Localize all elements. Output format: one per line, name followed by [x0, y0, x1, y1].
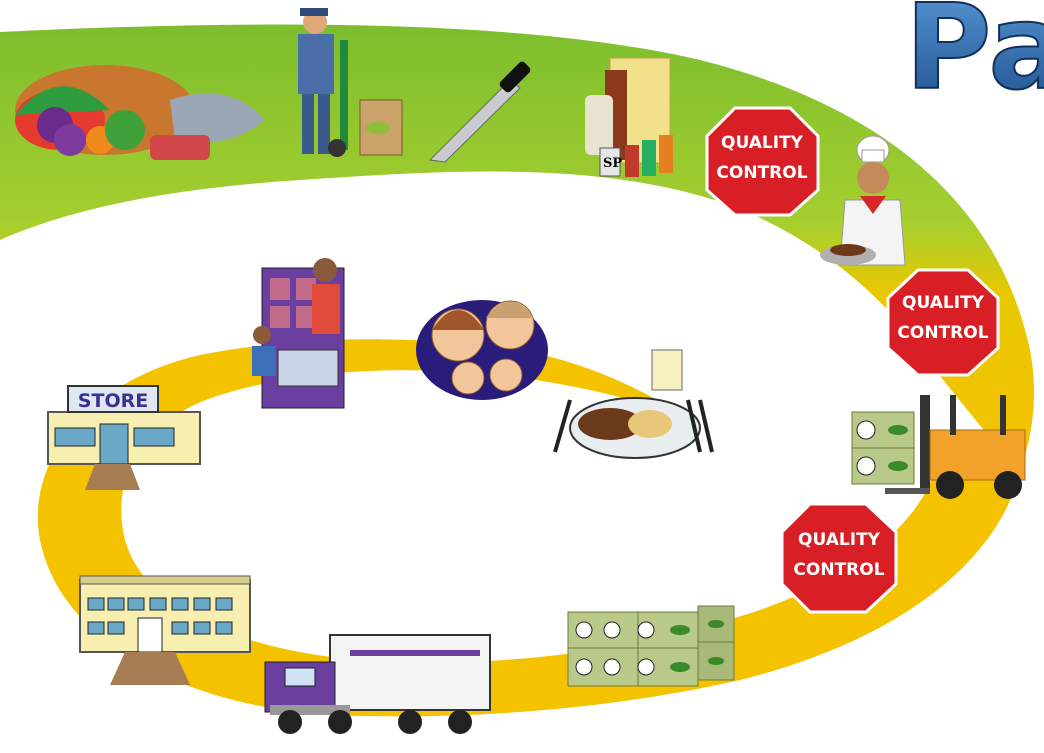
yellow-band-outer — [37, 339, 1021, 717]
quality-control-sign-1: QUALITY CONTROL — [705, 106, 820, 217]
crates-icon — [567, 605, 735, 687]
title-fragment: Pa — [905, 0, 1044, 116]
store-sign: STORE — [78, 390, 148, 412]
seasoning-label: SP — [603, 156, 622, 171]
knife-icon — [428, 61, 531, 163]
chef-icon — [820, 135, 906, 266]
qc3-line2: CONTROL — [793, 560, 884, 580]
truck-icon — [264, 634, 491, 734]
quality-control-sign-2: QUALITY CONTROL — [886, 268, 1000, 377]
forklift-icon — [851, 395, 1026, 499]
shopper-icon — [252, 258, 345, 409]
qc2-line2: CONTROL — [897, 323, 988, 343]
raw-foods-icon — [15, 65, 265, 160]
qc1-line2: CONTROL — [716, 163, 807, 183]
seasonings-icon: SP — [585, 57, 673, 177]
warehouse-icon — [79, 575, 251, 685]
qc2-line1: QUALITY — [902, 293, 985, 313]
qc1-line1: QUALITY — [721, 133, 804, 153]
delivery-worker-icon — [298, 8, 403, 157]
meal-icon — [553, 349, 714, 459]
family-icon — [416, 300, 548, 400]
qc3-line1: QUALITY — [798, 530, 881, 550]
store-icon: STORE — [47, 385, 201, 490]
quality-control-sign-3: QUALITY CONTROL — [780, 502, 898, 614]
